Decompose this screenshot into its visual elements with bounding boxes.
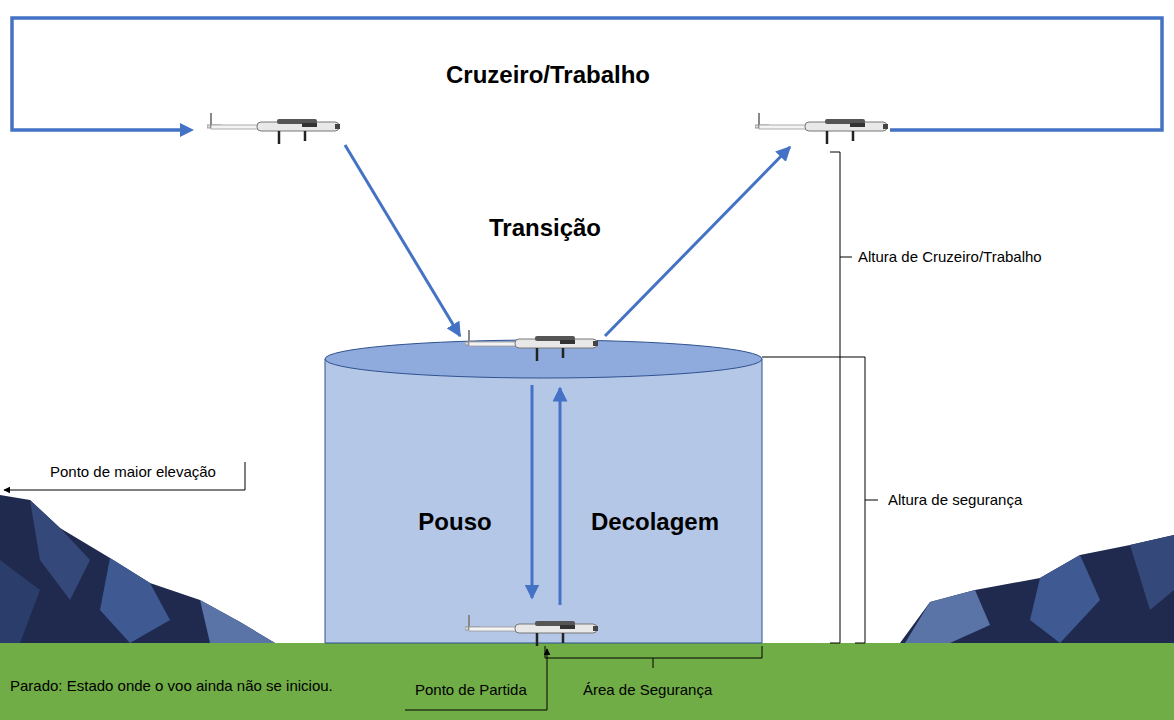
height-bracket	[830, 152, 852, 643]
transition-arrow	[345, 145, 460, 336]
ground	[0, 643, 1174, 720]
aircraft	[207, 113, 340, 144]
label-text: Altura de Cruzeiro/Trabalho	[858, 248, 1042, 266]
node-outline	[325, 340, 762, 643]
label-text: Altura de segurança	[888, 491, 1022, 509]
heading-text: Transição	[489, 214, 601, 243]
aircraft	[755, 113, 888, 144]
label-text: Ponto de Partida	[415, 681, 527, 699]
cruise-region: Cruzeiro/Trabalho	[12, 18, 1162, 145]
heading-text: Cruzeiro/Trabalho	[446, 61, 650, 90]
safety-cylinder: Pouso Decolagem	[325, 340, 762, 643]
heading-text: Decolagem	[591, 508, 719, 537]
leader-line	[4, 462, 245, 490]
area-brace	[545, 646, 762, 668]
label-text: Ponto de maior elevação	[50, 463, 216, 481]
leader-line	[405, 649, 547, 710]
transition-arrow	[605, 147, 790, 336]
label-text: Parado: Estado onde o voo ainda não se i…	[10, 677, 333, 695]
mountain-right	[900, 535, 1174, 643]
height-bracket	[762, 357, 878, 643]
mountain-left	[0, 495, 275, 643]
heading-text: Pouso	[418, 508, 491, 537]
label-text: Área de Segurança	[583, 681, 712, 699]
